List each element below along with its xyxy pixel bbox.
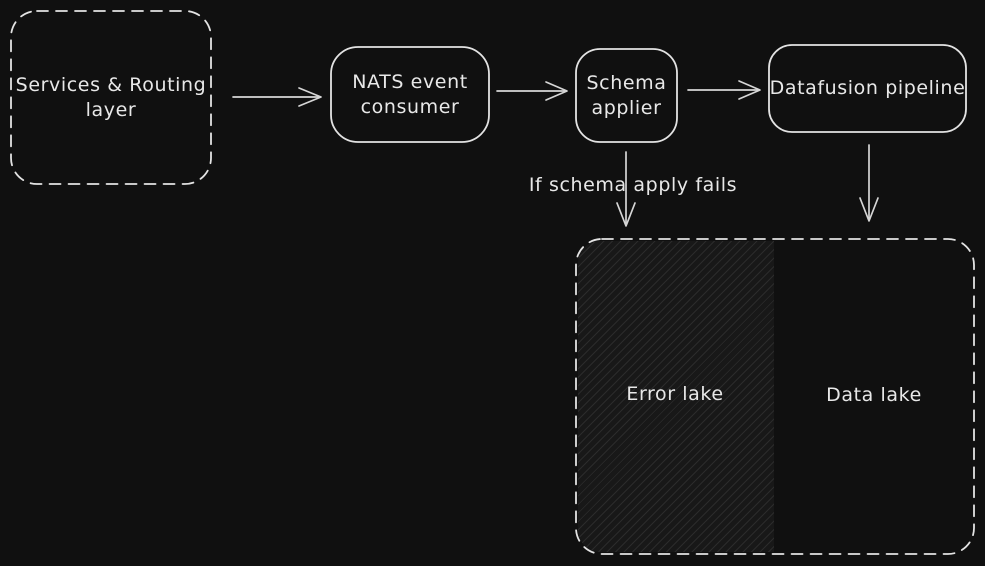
arrow-schema-to-datafusion [687,80,761,100]
schema-applier-node-box [575,48,678,143]
arrow-schema-to-error-lake [616,151,636,227]
datafusion-pipeline-node-box [768,44,967,133]
arrow-services-to-nats [232,87,322,107]
arrow-datafusion-to-data-lake [859,144,879,222]
error-lake-hatch-fill [578,241,774,552]
services-routing-node-box [10,10,212,185]
arrow-nats-to-schema [496,81,568,101]
nats-event-consumer-node-box [330,46,490,143]
lakes-container-box [575,238,975,555]
